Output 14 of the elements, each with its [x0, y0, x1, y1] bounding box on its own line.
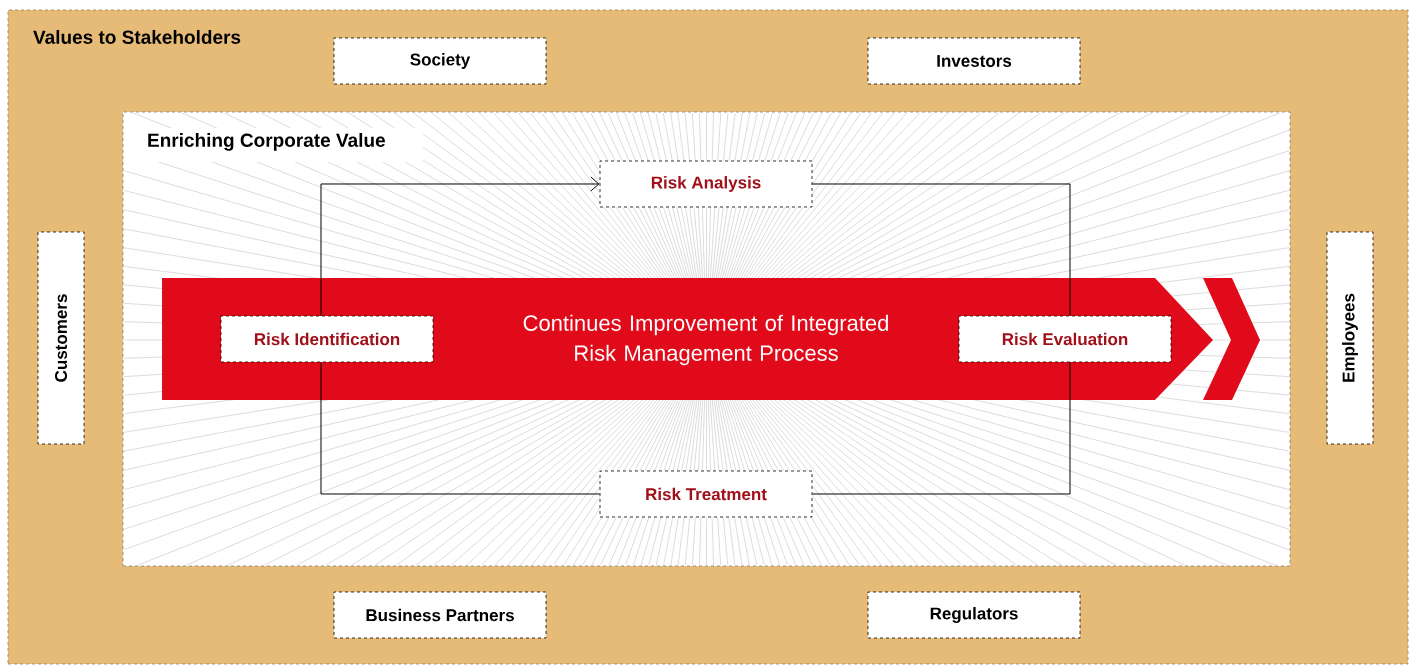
process-step-box: Risk Identification [220, 315, 434, 363]
stakeholder-box: Business Partners [333, 591, 547, 639]
connector-line [320, 361, 601, 495]
process-step-box: Risk Treatment [599, 470, 813, 518]
process-step-box: Risk Analysis [599, 160, 813, 208]
stakeholder-box: Society [333, 37, 547, 85]
stakeholder-box: Employees [1326, 231, 1374, 445]
process-step-box: Risk Evaluation [958, 315, 1172, 363]
stakeholder-box: Regulators [867, 591, 1081, 639]
connector-line [811, 183, 1071, 317]
connector-line [811, 361, 1071, 495]
connector-line [320, 176, 600, 317]
stakeholder-box: Customers [37, 231, 85, 445]
stakeholder-box: Investors [867, 37, 1081, 85]
